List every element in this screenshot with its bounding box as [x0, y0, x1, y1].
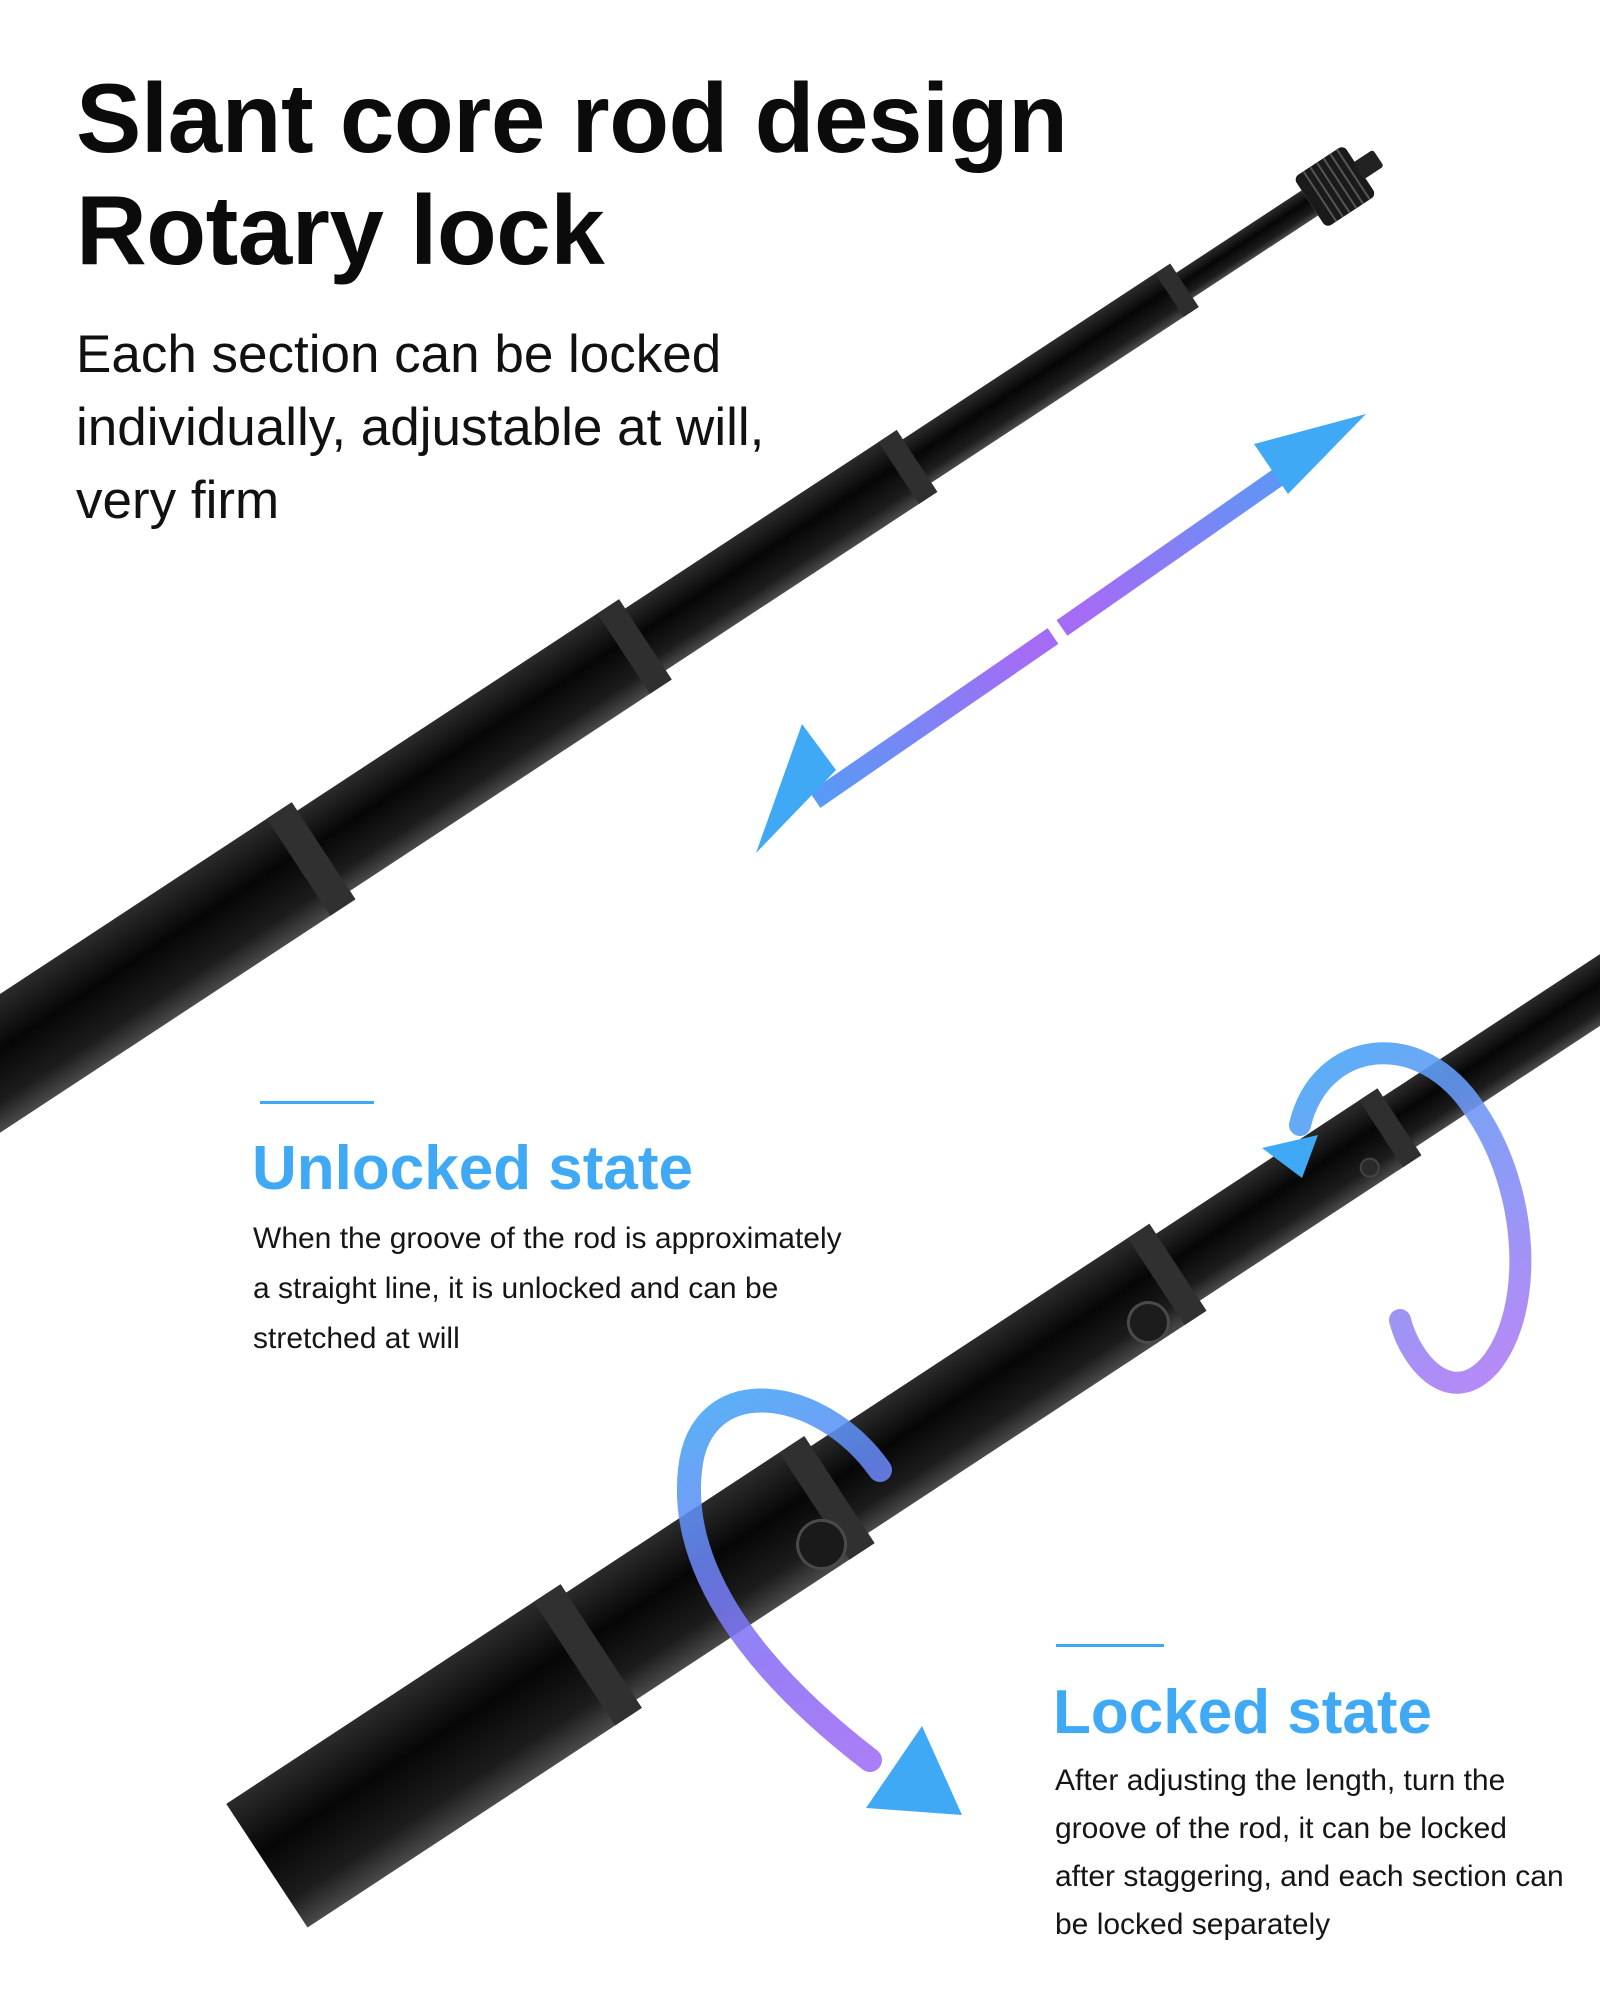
subheadline: Each section can be locked individually,… [76, 325, 765, 530]
headline-line-2: Rotary lock [76, 175, 605, 285]
rotation-arrow-icon [1262, 1042, 1532, 1394]
headline: Slant core rod design Rotary lock [76, 62, 1068, 286]
locked-accent-rule [1056, 1644, 1164, 1647]
telescopic-rod-lower [226, 942, 1600, 1928]
locked-state-title: Locked state [1053, 1678, 1433, 1747]
headline-line-1: Slant core rod design [76, 63, 1068, 173]
unlocked-accent-rule [260, 1101, 374, 1104]
unlocked-state-title: Unlocked state [252, 1134, 694, 1203]
locked-state-description: After adjusting the length, turn the gro… [1055, 1764, 1564, 1941]
rotation-arrow-icon [677, 1388, 962, 1815]
unlocked-state-description: When the groove of the rod is approximat… [253, 1222, 842, 1355]
telescoping-arrow-icon [756, 414, 1366, 853]
telescopic-rod-upper [0, 147, 1383, 1240]
